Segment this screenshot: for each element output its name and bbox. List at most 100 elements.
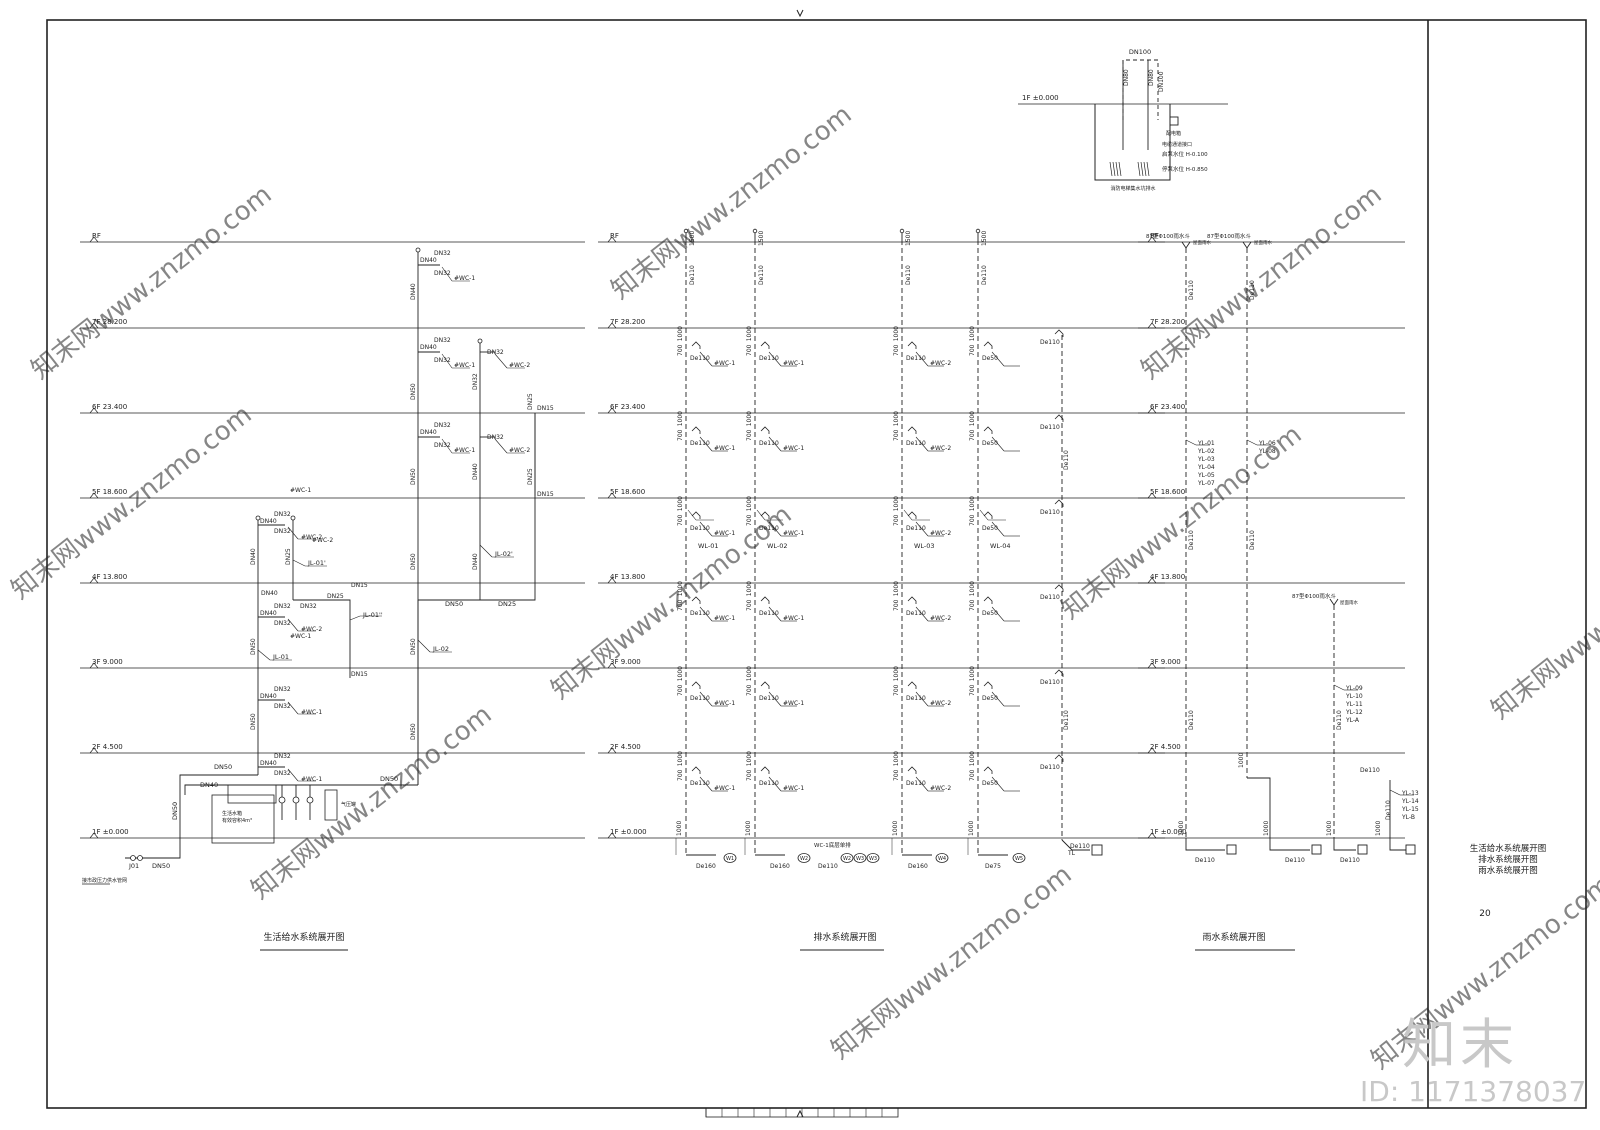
stack-size: De110 <box>1063 450 1070 470</box>
branch-size: De110 <box>1040 594 1060 601</box>
dim-label: 1000 <box>745 821 752 836</box>
pipe-size: DN40 <box>472 463 479 480</box>
level-marker <box>607 322 617 329</box>
leader-line <box>699 691 713 707</box>
pump-symbol <box>1115 161 1119 177</box>
outlet-size: De160 <box>908 863 928 870</box>
rain-title: 雨水系统展开图 <box>1202 931 1265 943</box>
dim-label: 1000 <box>677 326 684 341</box>
branch-size: De110 <box>1040 764 1060 771</box>
leader-line <box>1333 684 1345 691</box>
leader-line <box>991 436 1005 452</box>
fixture-label: #WC-1 <box>301 709 322 716</box>
leader-line <box>292 559 306 567</box>
branch-size: De50 <box>982 440 998 447</box>
level-label: 5F 18.600 <box>610 488 645 496</box>
vent-cap-symbol <box>683 228 689 234</box>
dim-label: 1000 <box>969 581 976 596</box>
hopper-note: 屋面雨水 <box>1193 239 1211 246</box>
level-label: 5F 18.600 <box>1150 488 1185 496</box>
leader-line <box>991 351 1005 367</box>
vent-height: 1500 <box>905 231 912 246</box>
leader-line <box>441 438 453 454</box>
dim-label: 700 <box>677 514 684 526</box>
sheet-number: 20 <box>1479 909 1491 919</box>
pump-symbol <box>1112 161 1116 177</box>
vent-height: 1500 <box>981 231 988 246</box>
pipe-size: DN32 <box>274 770 291 777</box>
level-label: 7F 28.200 <box>92 318 127 326</box>
leader-size: De110 <box>1188 280 1195 300</box>
level-label: 6F 23.400 <box>92 403 127 411</box>
dim-label: 1000 <box>1326 821 1333 836</box>
level-label: 4F 13.800 <box>610 573 645 581</box>
leader-line <box>915 691 929 707</box>
level-label: 1F ±0.000 <box>92 828 129 836</box>
dim-label: 1000 <box>969 666 976 681</box>
stack-size: De110 <box>981 265 988 285</box>
water-tank <box>227 784 277 804</box>
pipe-size: DN15 <box>537 491 554 498</box>
level-label: 2F 4.500 <box>1150 743 1181 751</box>
rain-outlet <box>1247 777 1310 851</box>
fixture-label: #WC-1 <box>290 633 311 640</box>
dim-label: 700 <box>746 769 753 781</box>
level-marker <box>607 407 617 414</box>
branch-size: De110 <box>906 355 926 362</box>
rain-leader-label: YL-04 <box>1197 464 1215 471</box>
outlet-tag: W3 <box>856 856 864 862</box>
node-symbol <box>255 515 261 521</box>
pump-symbol <box>1143 161 1147 177</box>
pipe-size: DN40 <box>420 429 437 436</box>
level-marker <box>607 577 617 584</box>
level-label: 6F 23.400 <box>610 403 645 411</box>
rain-outlet <box>1333 838 1356 851</box>
pipe-size: DN32 <box>274 620 291 627</box>
leader-line <box>287 526 299 540</box>
dim-label: 1000 <box>746 581 753 596</box>
leader-line <box>494 438 508 454</box>
pipe-size: DN32 <box>274 686 291 693</box>
pipe-size: DN25 <box>498 600 516 608</box>
leader-line <box>768 606 782 622</box>
level-marker <box>1147 662 1157 669</box>
riser-label: JL-01 <box>272 653 289 661</box>
inlet-tag: J01 <box>128 862 139 870</box>
fixture-label: #WC-2 <box>930 615 951 622</box>
riser-label: JL-02' <box>494 550 513 558</box>
pipe-size: DN50 <box>250 638 257 655</box>
fixture-label: #WC-2 <box>930 530 951 537</box>
level-label: 7F 28.200 <box>610 318 645 326</box>
fixture-label: #WC-1 <box>290 487 311 494</box>
dim-label: 1000 <box>1263 821 1270 836</box>
level-label: 5F 18.600 <box>92 488 127 496</box>
node-symbol <box>415 247 421 253</box>
wc-symbol <box>691 511 701 519</box>
rain-leader-label: YL-B <box>1401 814 1415 821</box>
pipe-size: DN32 <box>434 250 451 257</box>
level-label: RF <box>1150 232 1159 240</box>
level-label: RF <box>610 232 619 240</box>
level-marker <box>89 236 99 243</box>
leader-line <box>1185 439 1197 446</box>
supply-main <box>184 784 418 795</box>
fixture-label: #WC-1 <box>454 275 475 282</box>
watermark-id: ID: 1171378037 <box>1360 1075 1587 1108</box>
fixture-label: #WC-1 <box>783 360 804 367</box>
pit-pipe-label: DN80 <box>1148 69 1155 86</box>
wc-symbol <box>760 596 770 604</box>
outlet-size: De110 <box>1195 857 1215 864</box>
leader-line <box>494 353 508 369</box>
wc-symbol <box>691 766 701 774</box>
rain-well <box>1226 844 1237 855</box>
fixture-label: #WC-1 <box>714 700 735 707</box>
branch-size: De110 <box>1040 339 1060 346</box>
level-label: 4F 13.800 <box>1150 573 1185 581</box>
branch-size: De110 <box>759 610 779 617</box>
riser-label: JL-01'' <box>362 611 383 619</box>
outlet-size: De110 <box>1070 843 1090 850</box>
dim-label: 1000 <box>893 751 900 766</box>
rain-outlet <box>1185 838 1225 851</box>
